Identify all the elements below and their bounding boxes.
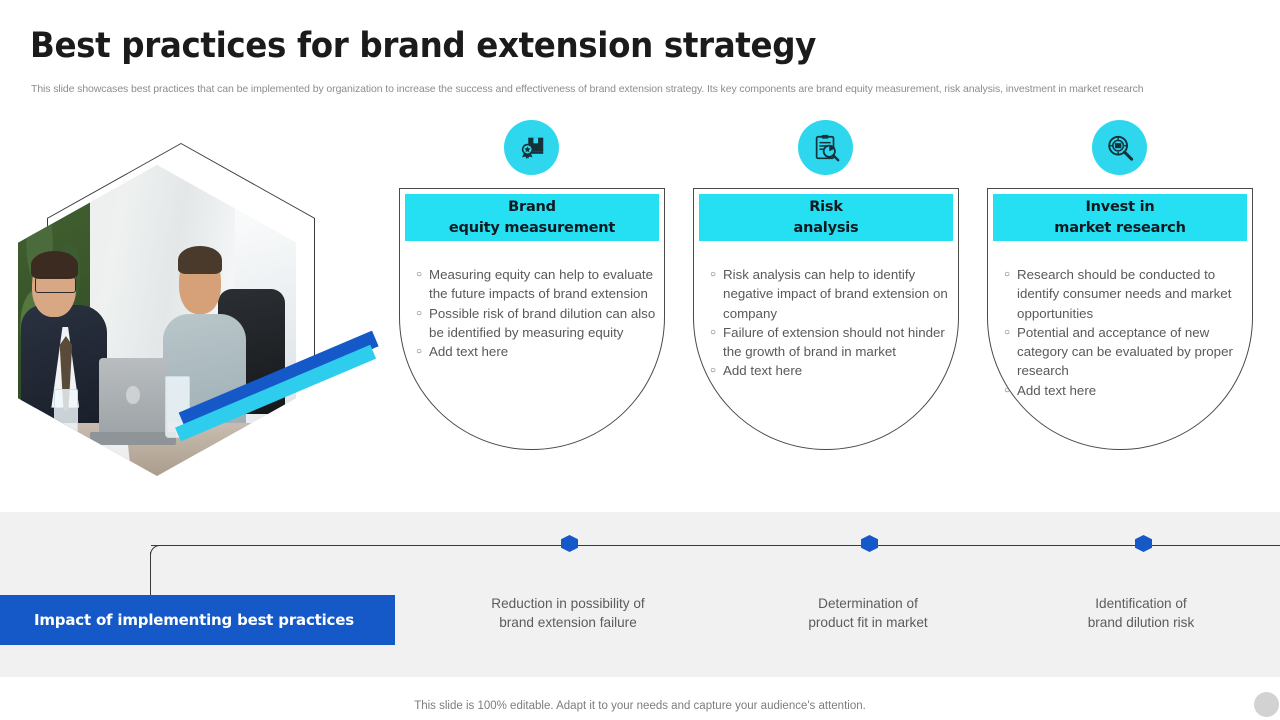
clipboard-search-icon (798, 120, 853, 175)
list-item: ○ Possible risk of brand dilution can al… (416, 304, 656, 343)
bullet-marker-icon: ○ (1004, 384, 1011, 396)
list-item: ○ Measuring equity can help to evaluate … (416, 265, 656, 304)
timeline-label-1-line1: Reduction in possibility of (491, 596, 645, 611)
list-item-text: Failure of extension should not hinder t… (723, 324, 945, 360)
list-item-text: Add text here (723, 363, 803, 379)
bullet-marker-icon: ○ (710, 326, 717, 338)
photo-person-one-glasses (34, 276, 76, 293)
practice-card-risk-analysis[interactable]: Risk analysis ○ Risk analysis can help t… (693, 188, 959, 450)
bullet-marker-icon: ○ (416, 346, 423, 358)
package-award-icon (504, 120, 559, 175)
card-header-2: Risk analysis (699, 194, 953, 241)
card-bullet-list-1: ○ Measuring equity can help to evaluate … (416, 265, 656, 361)
photo-laptop-base (90, 432, 177, 445)
bullet-marker-icon: ○ (710, 269, 717, 280)
list-item: ○ Add text here (416, 342, 656, 361)
card-title-line2: analysis (793, 219, 859, 236)
impact-band (0, 512, 1280, 677)
bullet-marker-icon: ○ (710, 365, 717, 377)
photo-person-one-hair (30, 250, 78, 279)
bullet-marker-icon: ○ (1004, 269, 1011, 280)
photo-person-two-hair (177, 245, 223, 274)
card-title-line2: market research (1054, 219, 1186, 236)
timeline-node-2[interactable] (861, 535, 878, 552)
card-title-line1: Risk (809, 198, 843, 215)
page-title: Best practices for brand extension strat… (30, 26, 816, 66)
card-title-line1: Brand (508, 198, 556, 215)
timeline-label-3-line1: Identification of (1095, 596, 1187, 611)
card-title-line2: equity measurement (448, 219, 616, 236)
timeline-line (151, 545, 1280, 547)
bullet-marker-icon: ○ (1004, 326, 1011, 338)
list-item: ○ Add text here (710, 361, 950, 380)
footer-note: This slide is 100% editable. Adapt it to… (414, 700, 866, 712)
timeline-label-3-line2: brand dilution risk (1087, 615, 1195, 630)
timeline-label-2-line1: Determination of (818, 596, 918, 611)
practice-card-brand-equity[interactable]: Brand equity measurement ○ Measuring equ… (399, 188, 665, 450)
timeline-node-1[interactable] (561, 535, 578, 552)
practice-card-market-research[interactable]: Invest in market research ○ Research sho… (987, 188, 1253, 450)
timeline-label-1: Reduction in possibility of brand extens… (438, 594, 698, 632)
list-item: ○ Potential and acceptance of new catego… (1004, 323, 1244, 381)
timeline-label-3: Identification of brand dilution risk (1011, 594, 1271, 632)
card-header-1: Brand equity measurement (405, 194, 659, 241)
bullet-marker-icon: ○ (416, 269, 423, 280)
list-item-text: Measuring equity can help to evaluate th… (429, 267, 654, 302)
impact-callout-label: Impact of implementing best practices (34, 611, 354, 629)
list-item-text: Research should be conducted to identify… (1017, 267, 1232, 321)
list-item-text: Possible risk of brand dilution can also… (429, 305, 656, 340)
timeline-connector-stem (150, 552, 152, 596)
list-item: ○ Research should be conducted to identi… (1004, 265, 1244, 323)
list-item-text: Add text here (1017, 382, 1097, 398)
photo-water-glass-left (54, 388, 79, 444)
card-bullet-list-3: ○ Research should be conducted to identi… (1004, 265, 1244, 400)
list-item-text: Add text here (429, 344, 509, 360)
list-item: ○ Add text here (1004, 381, 1244, 400)
timeline-corner (150, 545, 163, 558)
photo-laptop-logo (126, 385, 141, 405)
card-header-3: Invest in market research (993, 194, 1247, 241)
timeline-label-2: Determination of product fit in market (738, 594, 998, 632)
magnifier-target-icon (1092, 120, 1147, 175)
timeline-node-3[interactable] (1135, 535, 1152, 552)
corner-decoration-circle (1254, 692, 1279, 717)
hexagon-photo-group (12, 143, 315, 478)
page-subtitle: This slide showcases best practices that… (31, 83, 1144, 95)
impact-callout-box: Impact of implementing best practices (0, 595, 395, 645)
list-item: ○ Risk analysis can help to identify neg… (710, 265, 950, 323)
bullet-marker-icon: ○ (416, 307, 423, 319)
list-item: ○ Failure of extension should not hinder… (710, 323, 950, 362)
list-item-text: Risk analysis can help to identify negat… (723, 267, 948, 321)
timeline-label-1-line2: brand extension failure (499, 615, 637, 630)
list-item-text: Potential and acceptance of new category… (1017, 324, 1233, 379)
card-title-line1: Invest in (1085, 198, 1155, 215)
timeline-label-2-line2: product fit in market (808, 615, 928, 630)
card-bullet-list-2: ○ Risk analysis can help to identify neg… (710, 265, 950, 381)
